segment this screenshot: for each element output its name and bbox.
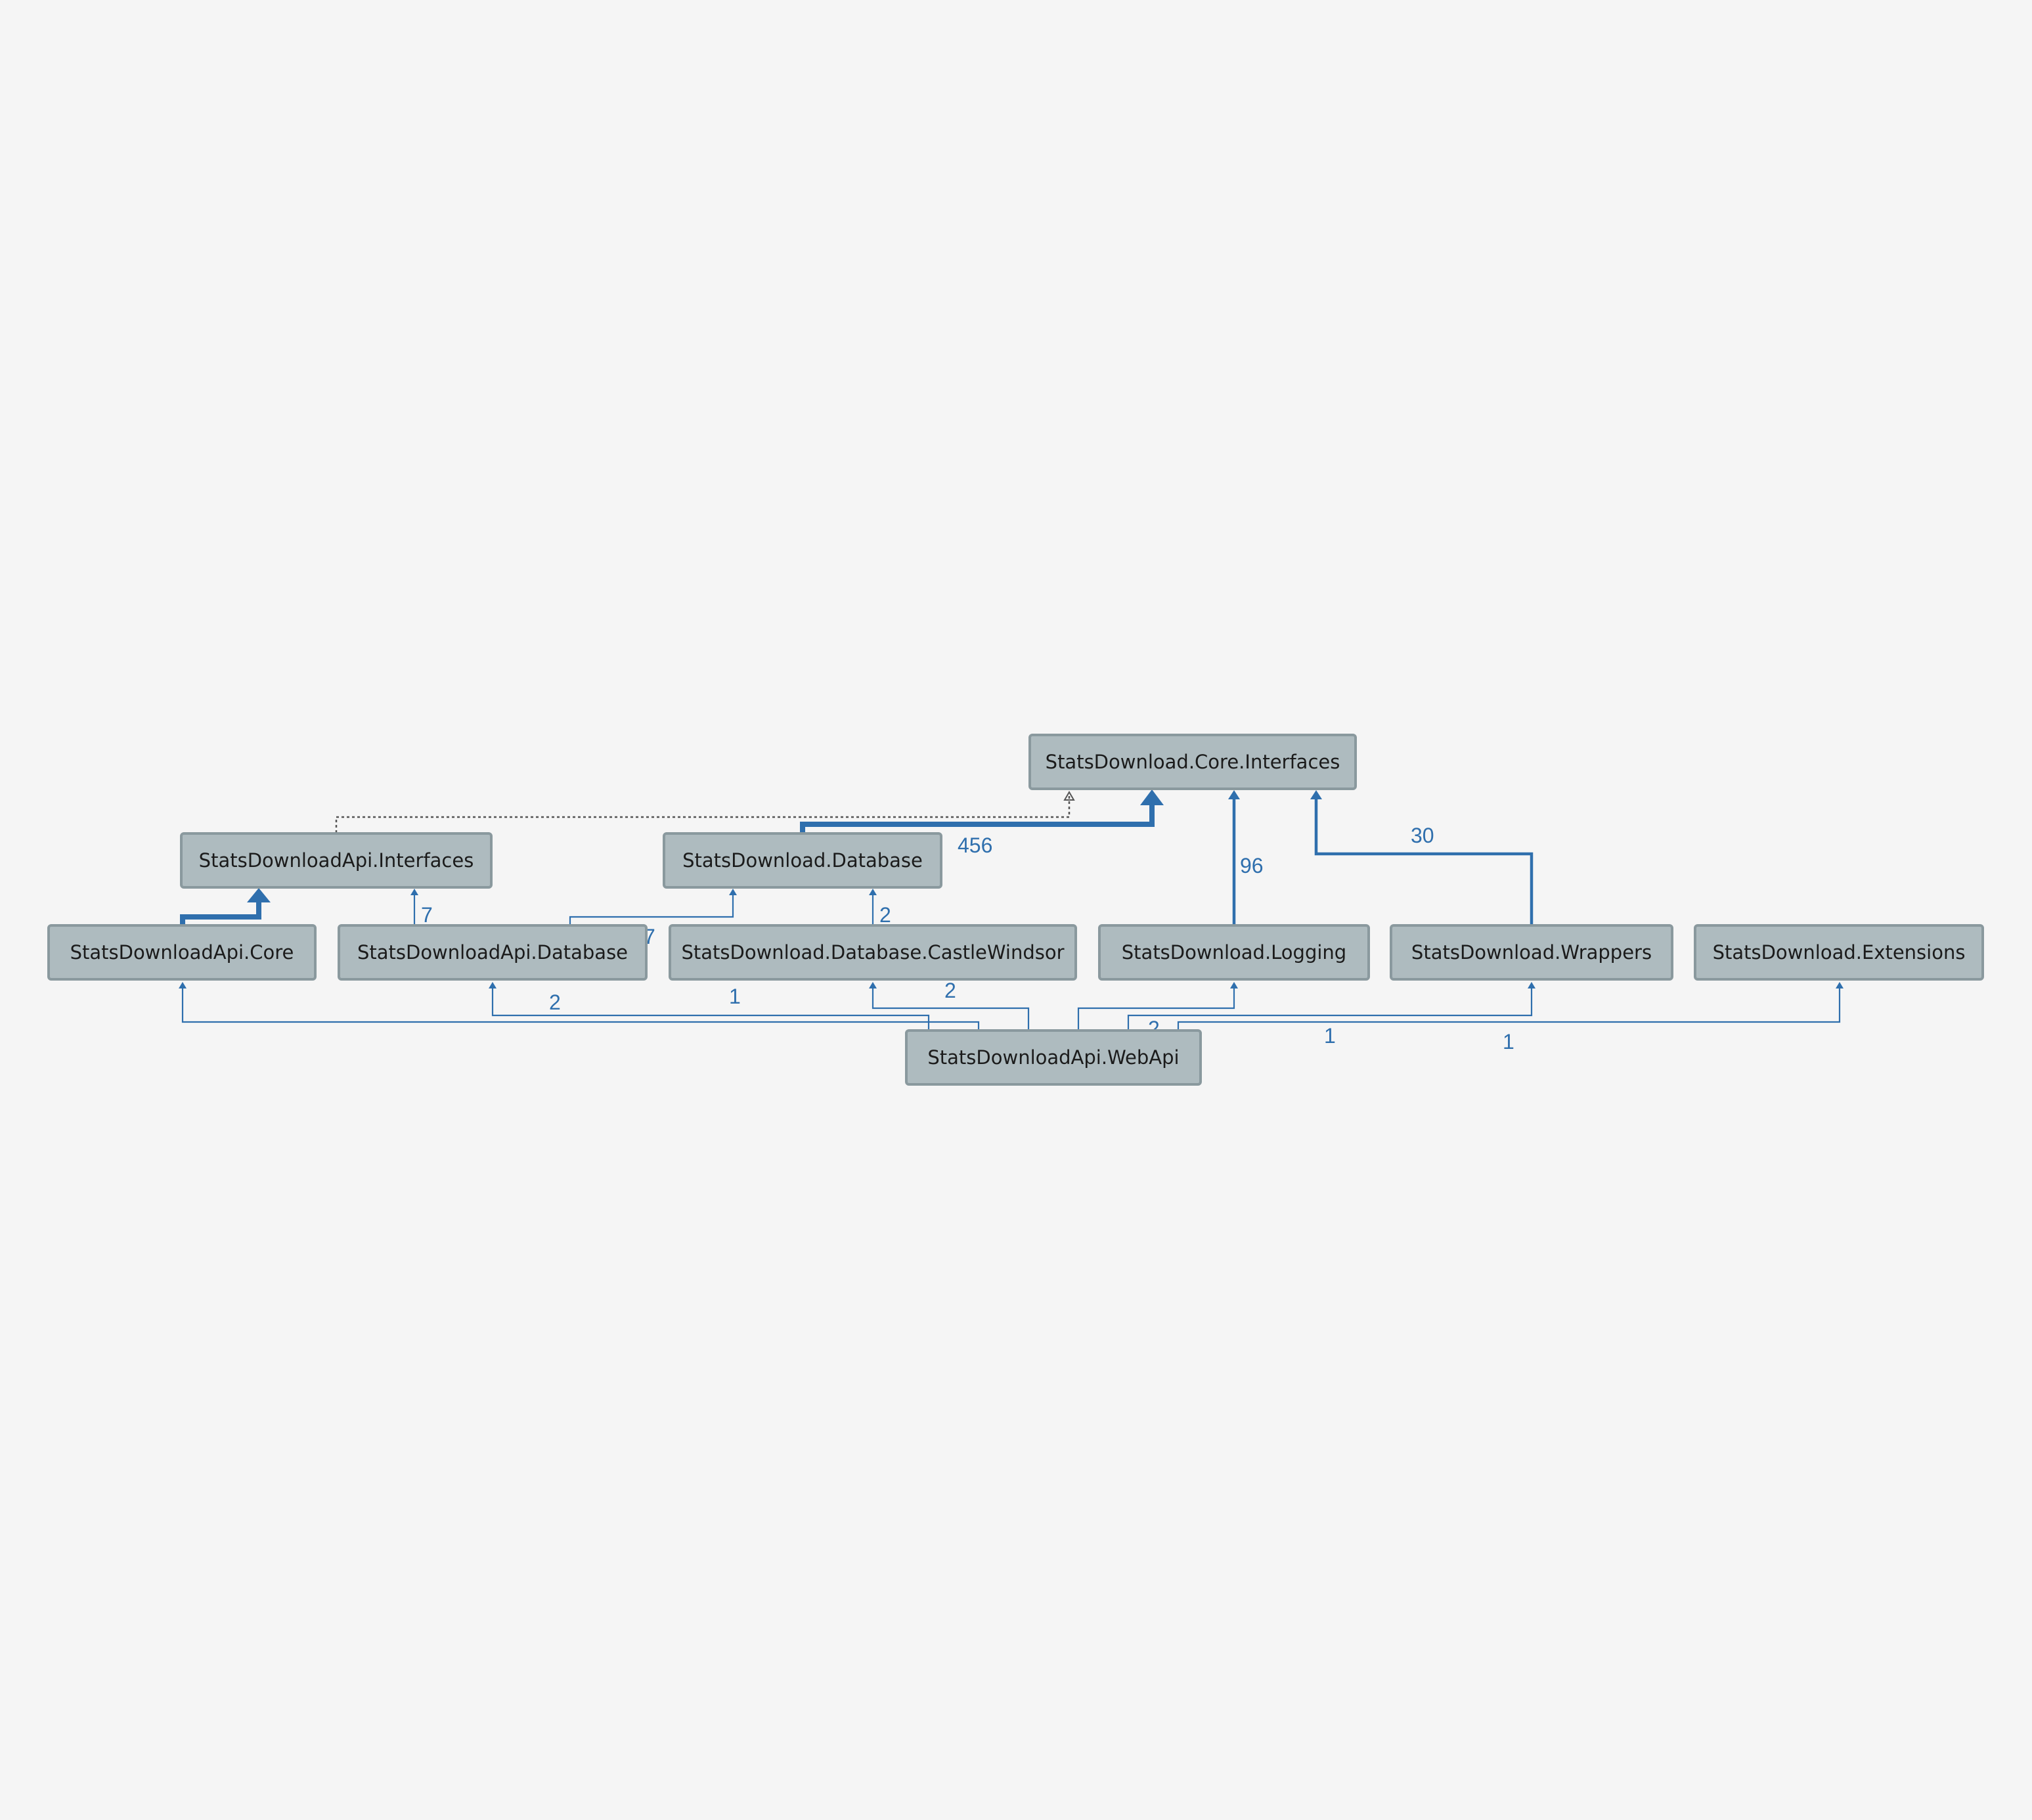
- node-api-interfaces[interactable]: StatsDownloadApi.Interfaces: [180, 832, 493, 889]
- node-api-core[interactable]: StatsDownloadApi.Core: [47, 924, 317, 981]
- node-core-interfaces[interactable]: StatsDownload.Core.Interfaces: [1028, 734, 1357, 790]
- edge-label-30: 30: [1411, 824, 1434, 847]
- edge-label-96: 96: [1240, 854, 1264, 877]
- edge-label-2b: 2: [549, 990, 561, 1014]
- edge-label-2a: 2: [879, 903, 891, 927]
- node-api-webapi[interactable]: StatsDownloadApi.WebApi: [905, 1029, 1202, 1086]
- edge-webapi-to-castlewindsor[interactable]: [869, 982, 1030, 1030]
- edge-label-1b: 1: [1324, 1024, 1336, 1048]
- node-extensions[interactable]: StatsDownload.Extensions: [1694, 924, 1984, 981]
- edge-apidb-to-api-interfaces[interactable]: [410, 889, 418, 925]
- node-logging[interactable]: StatsDownload.Logging: [1098, 924, 1370, 981]
- edge-apicore-to-api-interfaces[interactable]: [180, 888, 271, 925]
- edge-webapi-to-wrappers[interactable]: [1127, 982, 1535, 1030]
- edge-label-1a: 1: [729, 985, 741, 1008]
- edge-wrappers-to-core-interfaces[interactable]: [1310, 790, 1534, 925]
- node-database-castlewindsor[interactable]: StatsDownload.Database.CastleWindsor: [669, 924, 1077, 981]
- edge-webapi-to-extensions[interactable]: [1177, 982, 1844, 1030]
- edge-apidb-to-database[interactable]: [569, 889, 737, 925]
- edge-label-1c: 1: [1503, 1030, 1514, 1054]
- edge-label-2c: 2: [944, 979, 956, 1002]
- edge-castlewindsor-to-database[interactable]: [869, 889, 877, 925]
- edge-database-to-core-interfaces[interactable]: [800, 789, 1164, 833]
- node-wrappers[interactable]: StatsDownload.Wrappers: [1390, 924, 1673, 981]
- node-api-database[interactable]: StatsDownloadApi.Database: [338, 924, 648, 981]
- edge-label-7a: 7: [421, 903, 433, 927]
- edge-webapi-to-apicore[interactable]: [179, 982, 980, 1030]
- node-database[interactable]: StatsDownload.Database: [663, 832, 942, 889]
- edge-label-456: 456: [958, 833, 992, 857]
- edge-webapi-to-logging[interactable]: [1077, 982, 1238, 1030]
- edge-logging-to-core-interfaces[interactable]: [1228, 790, 1240, 925]
- edge-apiint-to-core-interfaces[interactable]: [335, 791, 1075, 833]
